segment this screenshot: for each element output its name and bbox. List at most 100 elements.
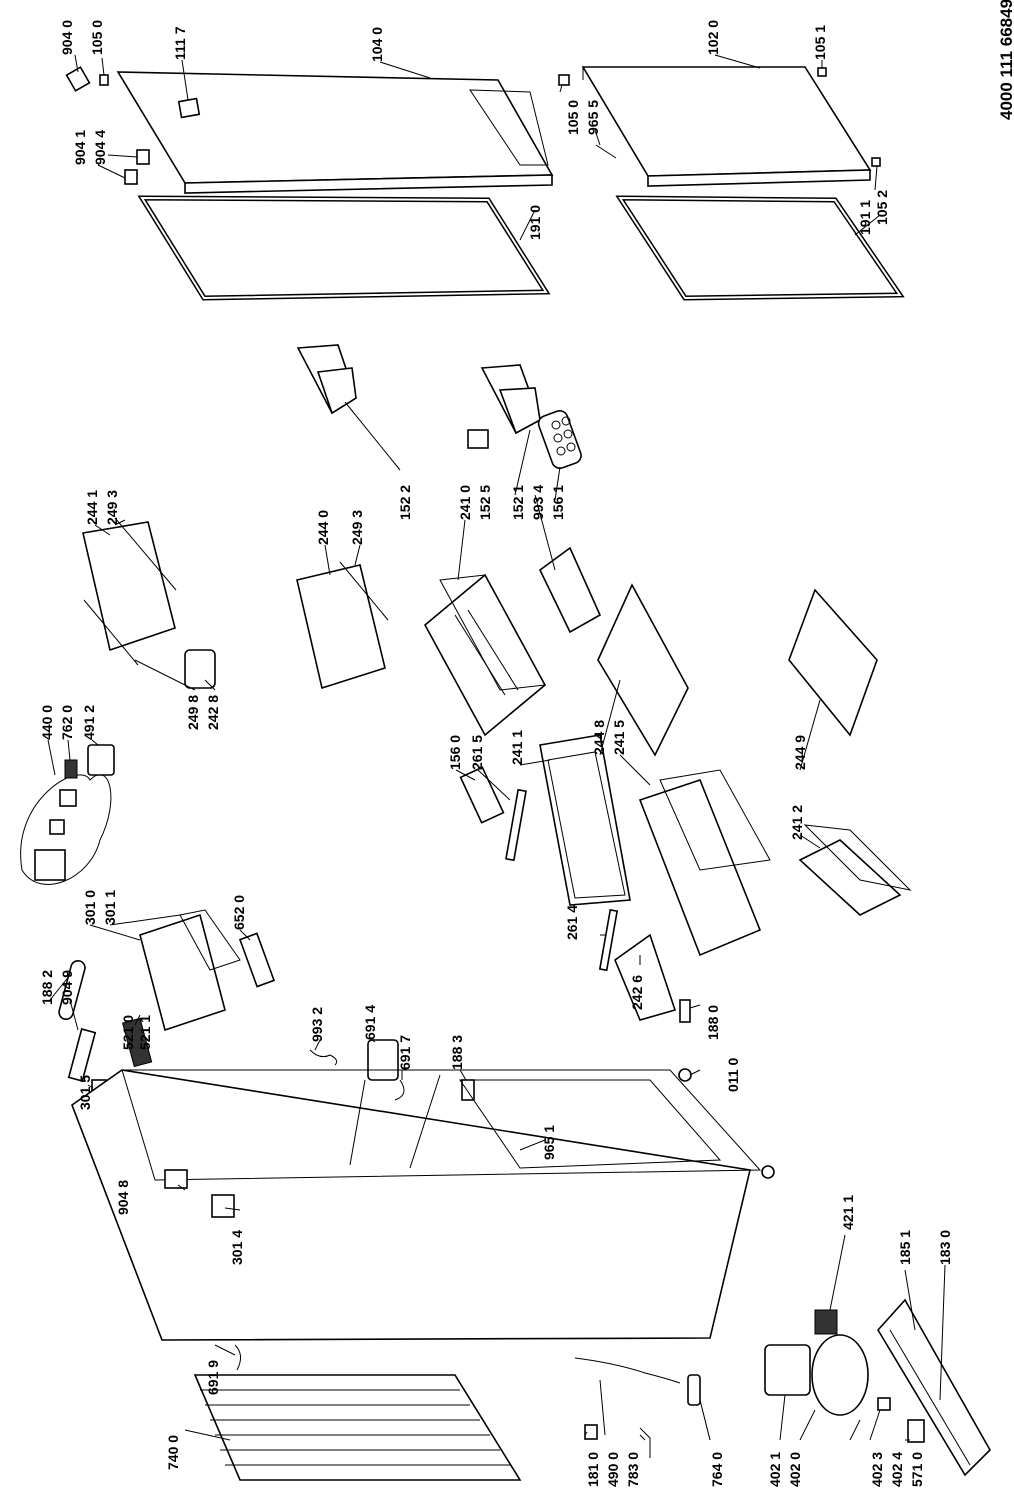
shelf-244-9 [788,588,878,737]
label-691-9: 691 9 [205,1360,221,1395]
label-105-1: 105 1 [812,25,828,60]
part-156-0 [459,766,505,824]
label-105-0-right: 105 0 [565,100,581,135]
part-105-2 [871,157,881,167]
fridge-gasket-part [615,195,905,301]
label-301-5: 301 5 [77,1075,93,1110]
label-402-0: 402 0 [787,1452,803,1487]
part-993-2 [309,1049,338,1066]
label-242-6: 242 6 [629,975,645,1010]
control-assembly-440-0 [20,774,112,885]
label-904-4: 904 4 [92,130,108,165]
label-691-7: 691 7 [397,1035,413,1070]
part-965-5 [595,144,617,159]
panel-301-0 [139,909,241,1032]
part-762-0 [64,759,78,779]
part-491-2 [87,744,115,776]
label-105-2: 105 2 [874,190,890,225]
label-249-8: 249 8 [185,695,201,730]
part-904-1 [124,169,138,185]
label-241-0: 241 0 [457,485,473,520]
part-691-9 [234,1344,241,1371]
label-904-1: 904 1 [72,130,88,165]
label-152-5: 152 5 [477,485,493,520]
part-labels: 904 0 105 0 111 7 104 0 102 0 105 1 105 … [39,20,953,1487]
part-904-9 [67,1028,97,1082]
door-bin-152-1 [480,364,541,435]
label-402-3: 402 3 [869,1452,885,1487]
label-993-2: 993 2 [309,1007,325,1042]
label-104-0: 104 0 [369,27,385,62]
drawer-241-2 [798,824,912,916]
label-244-1: 244 1 [84,490,100,525]
part-402-4 [877,1397,891,1411]
label-261-4: 261 4 [564,905,580,940]
door-bin-152-2 [296,344,357,415]
label-188-2: 188 2 [39,970,55,1005]
part-188-3 [461,1079,475,1101]
freezer-door-part [116,71,554,194]
label-440-0: 440 0 [39,705,55,740]
bottle-rack [538,546,602,634]
label-301-4: 301 4 [229,1230,245,1265]
shelf-244-8 [597,583,689,757]
part-652-0 [238,932,276,988]
label-188-0: 188 0 [705,1005,721,1040]
label-152-2: 152 2 [397,485,413,520]
part-421-1 [814,1309,838,1335]
label-571-0: 571 0 [909,1452,925,1487]
part-105-1 [817,67,827,77]
label-102-0: 102 0 [705,20,721,55]
label-521-0: 521 0 [120,1015,136,1050]
label-904-9: 904 9 [59,970,75,1005]
label-244-9: 244 9 [792,735,808,770]
label-249-3-a: 249 3 [104,490,120,525]
fridge-door-part [581,66,872,187]
label-421-1: 421 1 [840,1195,856,1230]
label-188-3: 188 3 [449,1035,465,1070]
label-249-3-b: 249 3 [349,510,365,545]
label-191-1: 191 1 [857,200,873,235]
label-762-0: 762 0 [59,705,75,740]
part-181-0 [584,1424,598,1440]
part-188-0 [679,999,691,1023]
label-241-5: 241 5 [611,720,627,755]
freezer-gasket-part [137,195,551,301]
part-261-4 [598,909,619,972]
drawer-241-0 [423,573,547,737]
wiring-harness-490-0 [574,1357,681,1384]
label-993-4: 993 4 [530,485,546,520]
label-301-0: 301 0 [82,890,98,925]
part-261-5 [505,788,527,862]
label-740-0: 740 0 [165,1435,181,1470]
part-402-1 [764,1344,811,1396]
label-764-0: 764 0 [709,1452,725,1487]
condenser-740-0 [193,1374,522,1481]
part-242-6 [614,933,677,1021]
part-904-4 [136,149,150,165]
label-191-0: 191 0 [527,205,543,240]
label-244-0: 244 0 [315,510,331,545]
label-242-8: 242 8 [205,695,221,730]
label-241-2: 241 2 [789,805,805,840]
label-261-5: 261 5 [469,735,485,770]
egg-tray-156-1 [537,410,582,470]
label-904-8: 904 8 [115,1180,131,1215]
label-652-0: 652 0 [231,895,247,930]
label-011-0: 011 0 [725,1058,741,1092]
shelf-244-0 [296,561,389,690]
label-241-1: 241 1 [509,730,525,765]
label-490-0: 490 0 [605,1452,621,1487]
label-965-5: 965 5 [585,100,601,135]
label-402-4: 402 4 [889,1452,905,1487]
part-571-0 [907,1419,925,1443]
label-111-7: 111 7 [172,26,188,60]
drawer-241-1 [539,734,631,906]
part-904-0 [65,66,91,92]
part-152-5 [467,429,489,449]
leader-lines [47,54,946,1441]
label-181-0: 181 0 [585,1452,601,1487]
part-783-0 [639,1427,651,1458]
compressor-402-0 [811,1334,869,1416]
